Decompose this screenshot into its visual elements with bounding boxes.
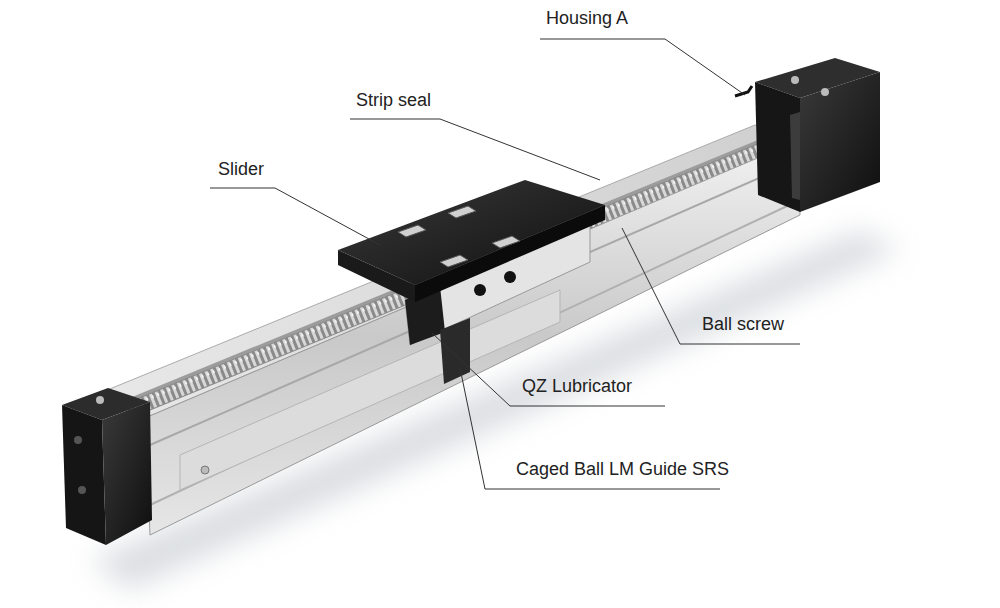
slider-edge bbox=[415, 205, 605, 302]
grease-nipple bbox=[504, 271, 516, 283]
hole bbox=[74, 436, 82, 444]
screw-head bbox=[821, 88, 829, 96]
screw-thread bbox=[135, 145, 775, 408]
groove bbox=[150, 160, 800, 445]
channel bbox=[120, 137, 785, 412]
housing-front bbox=[800, 72, 880, 212]
callout-label: Strip seal bbox=[356, 90, 431, 110]
end-cap-side bbox=[62, 405, 106, 545]
callout-label: Ball screw bbox=[702, 314, 784, 334]
leader-lines bbox=[210, 39, 800, 489]
side-cover bbox=[180, 290, 560, 490]
lm-guide-end bbox=[440, 318, 470, 384]
screw-head bbox=[201, 466, 209, 474]
motor-flange bbox=[790, 112, 800, 200]
body-top bbox=[95, 125, 800, 418]
callout-label: Housing A bbox=[546, 8, 628, 28]
slider-side bbox=[338, 250, 415, 302]
callout-label: Slider bbox=[218, 159, 264, 179]
callout-label: QZ Lubricator bbox=[522, 376, 632, 396]
screw-head bbox=[791, 76, 799, 84]
grease-nipple bbox=[474, 284, 486, 296]
ball-screw bbox=[135, 145, 775, 408]
slider-holes bbox=[398, 206, 520, 267]
screw-head bbox=[96, 396, 104, 404]
end-cap-front bbox=[102, 402, 152, 545]
housing-side bbox=[755, 82, 800, 212]
hole bbox=[78, 486, 86, 494]
callout-label: Caged Ball LM Guide SRS bbox=[516, 459, 729, 479]
body-front bbox=[145, 140, 800, 535]
